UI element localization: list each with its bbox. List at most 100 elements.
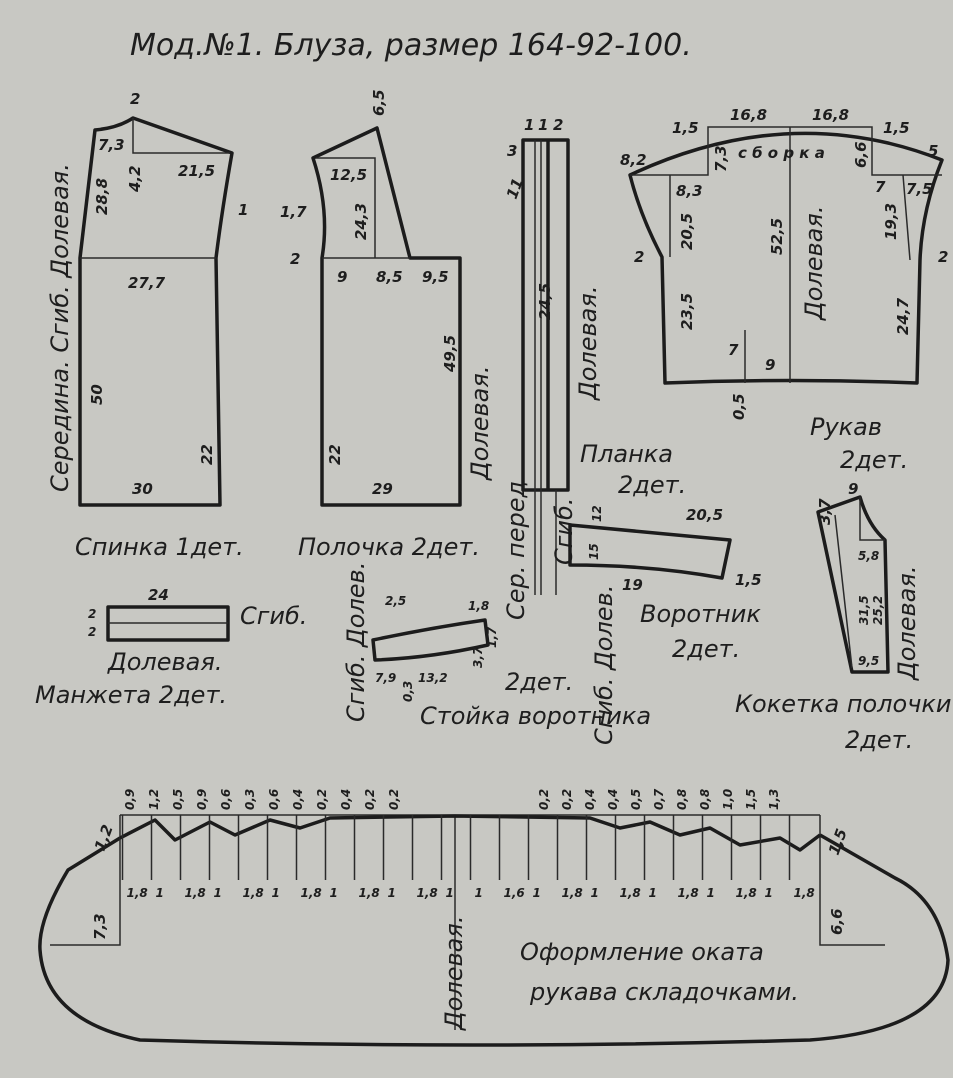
dim: 24,3 <box>352 203 370 240</box>
dim: 16,8 <box>730 106 767 124</box>
sleeve-cap-pleats: 1,2 7,3 1,5 6,6 Долевая. Оформление окат… <box>38 788 950 1047</box>
dim: 7,3 <box>91 913 109 940</box>
pleat-top-label: 0,6 <box>219 789 233 810</box>
placket-grain: Долевая. <box>574 286 602 401</box>
dim: 6,5 <box>370 89 388 116</box>
dim: 6,6 <box>828 908 846 935</box>
pleat-bottom-label: 1 <box>649 886 657 900</box>
pleat-bottom-label: 1 <box>388 886 396 900</box>
pleat-bottom-label: 1 <box>156 886 164 900</box>
dim: 2,5 <box>385 594 406 608</box>
back-piece: 2 7,3 4,2 21,5 28,8 1 27,7 50 22 30 Сере… <box>46 90 248 561</box>
collar-stand-side-label: Сгиб. Долев. <box>342 562 370 722</box>
pleats-caption-2: рукава складочками. <box>529 978 799 1006</box>
pleat-bottom-label: 1,6 <box>504 886 525 900</box>
dim: 2 <box>938 248 948 266</box>
dim: 7,9 <box>375 671 396 685</box>
dim: 2 <box>553 116 563 134</box>
dim: 1,7 <box>485 626 499 648</box>
dim: 24,5 <box>536 283 554 320</box>
pleat-bottom-label: 1,8 <box>417 886 438 900</box>
pleat-bottom-label: 1,8 <box>562 886 583 900</box>
dim: 9 <box>848 480 858 498</box>
pleat-top-label: 0,2 <box>560 789 574 810</box>
pleat-bottom-label: 1,8 <box>794 886 815 900</box>
sleeve-outline <box>628 131 944 385</box>
dim: 22 <box>326 444 344 465</box>
dim: 3 <box>507 142 517 160</box>
yoke-caption: Кокетка полочки <box>735 690 951 718</box>
pleat-bottom-label: 1,8 <box>185 886 206 900</box>
cuff-grain: Долевая. <box>107 648 222 676</box>
dim: 1,5 <box>672 119 699 137</box>
cuff-outline <box>106 605 230 642</box>
dim: 27,7 <box>128 274 166 292</box>
pleats-grain: Долевая. <box>440 916 468 1031</box>
yoke-grain: Долевая. <box>893 566 921 681</box>
placket-fold: Сгиб. <box>550 498 578 565</box>
dim: 24 <box>148 586 169 604</box>
yoke-piece: 3,7 9 5,8 31,5 25,2 9,5 Долевая. Кокетка… <box>735 480 951 754</box>
front-piece: 6,5 12,5 24,3 1,7 2 9 8,5 9,5 49,5 22 29… <box>280 89 494 561</box>
dim: 1,7 <box>280 203 307 221</box>
dim: 2 <box>290 250 300 268</box>
dim: 2 <box>634 248 644 266</box>
dim: 28,8 <box>93 178 111 215</box>
collar-stand-piece: 2,5 1,8 3,7 1,7 7,9 13,2 0,3 Сгиб. Долев… <box>342 562 651 730</box>
pleat-top-label: 0,8 <box>698 789 712 810</box>
sleeve-grain: Долевая. <box>800 206 828 321</box>
dim: 29 <box>372 480 393 498</box>
dim: 9,5 <box>858 654 879 668</box>
collar-caption: Воротник <box>640 600 761 628</box>
dim: 7 <box>875 178 886 196</box>
pleat-top-label: 1,3 <box>767 789 781 810</box>
pleat-bottom-label: 1 <box>214 886 222 900</box>
dim: 5,8 <box>858 549 879 563</box>
dim: 5 <box>928 142 938 160</box>
pleat-top-label: 0,2 <box>387 789 401 810</box>
dim: 9 <box>337 268 347 286</box>
pleat-top-label: 0,4 <box>339 789 353 810</box>
back-caption: Спинка 1дет. <box>75 533 244 561</box>
dim: 1,5 <box>735 571 762 589</box>
pleat-bottom-label: 1 <box>591 886 599 900</box>
pleat-bottom-label: 1,8 <box>736 886 757 900</box>
placket-caption: Планка <box>580 440 673 468</box>
dim: 30 <box>132 480 153 498</box>
dim: 0,5 <box>730 393 748 420</box>
pleat-sleeve-outline <box>38 833 950 1047</box>
dim: 24,7 <box>894 297 912 335</box>
pleat-zigzag-line <box>119 814 822 852</box>
collar-side-label: Сгиб. Долев. <box>590 585 618 745</box>
front-guides <box>316 157 410 259</box>
back-guides <box>80 118 230 259</box>
pleat-top-label: 0,2 <box>315 789 329 810</box>
collar-stand-qty: 2дет. <box>505 668 573 696</box>
sleeve-caption: Рукав <box>810 413 882 441</box>
dim: 9,5 <box>422 268 449 286</box>
dim: 3,7 <box>816 498 834 525</box>
placket-outline <box>521 138 570 492</box>
dim: 9 <box>765 356 775 374</box>
pleat-top-label: 1,2 <box>147 789 161 810</box>
pleat-top-label: 0,4 <box>583 789 597 810</box>
dim: 1 <box>238 201 248 219</box>
pleat-top-label: 0,4 <box>606 789 620 810</box>
dim: 1,5 <box>825 826 851 857</box>
collar-qty: 2дет. <box>672 635 740 663</box>
dim: 2 <box>130 90 140 108</box>
cuff-piece: 24 2 2 Сгиб. Долевая. Манжета 2дет. <box>35 586 307 709</box>
dim: 31,5 <box>857 595 871 625</box>
pleat-top-label: 1,0 <box>721 789 735 810</box>
front-grain: Долевая. <box>466 366 494 481</box>
dim: 12 <box>590 505 604 522</box>
dim: 16,8 <box>812 106 849 124</box>
dim: 15 <box>587 543 601 560</box>
dim: 1,5 <box>883 119 910 137</box>
dim: 4,2 <box>126 165 144 193</box>
pleat-bottom-label: 1,8 <box>359 886 380 900</box>
dim: 8,3 <box>676 182 703 200</box>
placket-guides <box>534 140 557 595</box>
pleat-top-label: 0,8 <box>675 789 689 810</box>
sleeve-gather-label: с б о р к а <box>738 144 825 162</box>
